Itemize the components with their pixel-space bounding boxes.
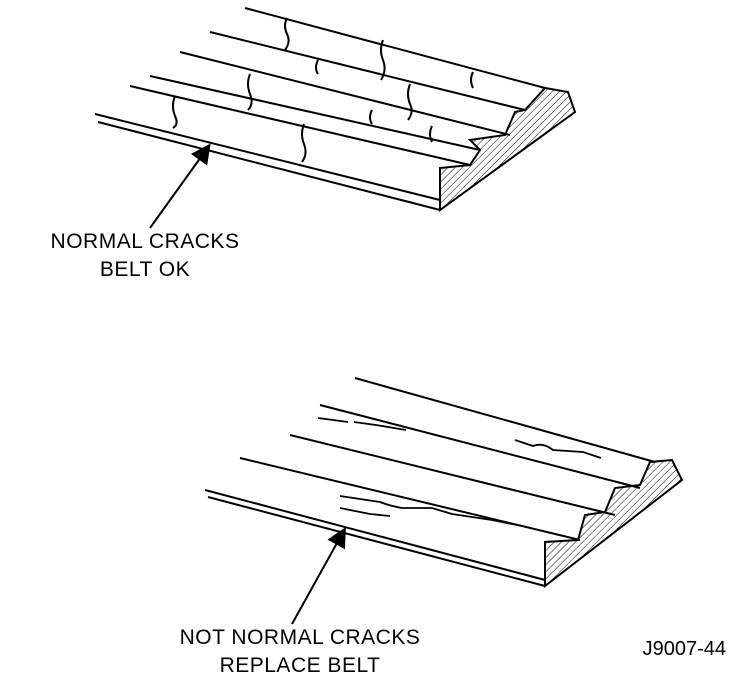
crack xyxy=(380,39,386,81)
rib-edge xyxy=(319,404,641,489)
crack xyxy=(172,95,178,129)
arrow-not-normal-cracks xyxy=(291,527,346,625)
crack xyxy=(284,17,290,51)
belt-cross-section xyxy=(544,458,684,589)
label-not-normal-cracks-line1: NOT NORMAL CRACKS xyxy=(179,626,421,649)
crack xyxy=(317,417,407,431)
label-normal-cracks: NORMAL CRACKS BELT OK xyxy=(40,228,250,284)
figure-id: J9007-44 xyxy=(642,638,726,660)
belt-cross-section xyxy=(439,86,577,212)
crack xyxy=(407,83,413,121)
arrow-normal-cracks xyxy=(149,143,211,229)
crack xyxy=(339,507,391,517)
rib-edge xyxy=(204,489,546,581)
crack xyxy=(369,109,373,125)
rib-edge xyxy=(94,113,441,201)
crack xyxy=(315,59,319,75)
rib-edge xyxy=(209,31,526,111)
rib-edge xyxy=(179,51,511,136)
crack xyxy=(514,439,602,459)
belt-not-normal xyxy=(204,377,684,589)
crack xyxy=(247,73,253,111)
crack xyxy=(301,123,307,163)
rib-edge xyxy=(289,434,616,516)
belt-normal xyxy=(94,7,577,212)
rib-edge xyxy=(354,377,656,463)
crack xyxy=(429,125,433,143)
belt-back-edge xyxy=(207,496,546,587)
rib-edge xyxy=(239,457,581,541)
label-normal-cracks-line2: BELT OK xyxy=(99,258,191,281)
label-normal-cracks-line1: NORMAL CRACKS xyxy=(50,230,240,253)
rib-edge xyxy=(244,7,546,89)
belt-back-edge xyxy=(97,121,441,211)
label-not-normal-cracks-line2: REPLACE BELT xyxy=(219,654,381,677)
rib-edge xyxy=(149,75,481,151)
label-not-normal-cracks: NOT NORMAL CRACKS REPLACE BELT xyxy=(150,624,450,680)
rib-edge xyxy=(129,85,471,166)
crack xyxy=(470,71,474,89)
crack xyxy=(339,495,523,527)
